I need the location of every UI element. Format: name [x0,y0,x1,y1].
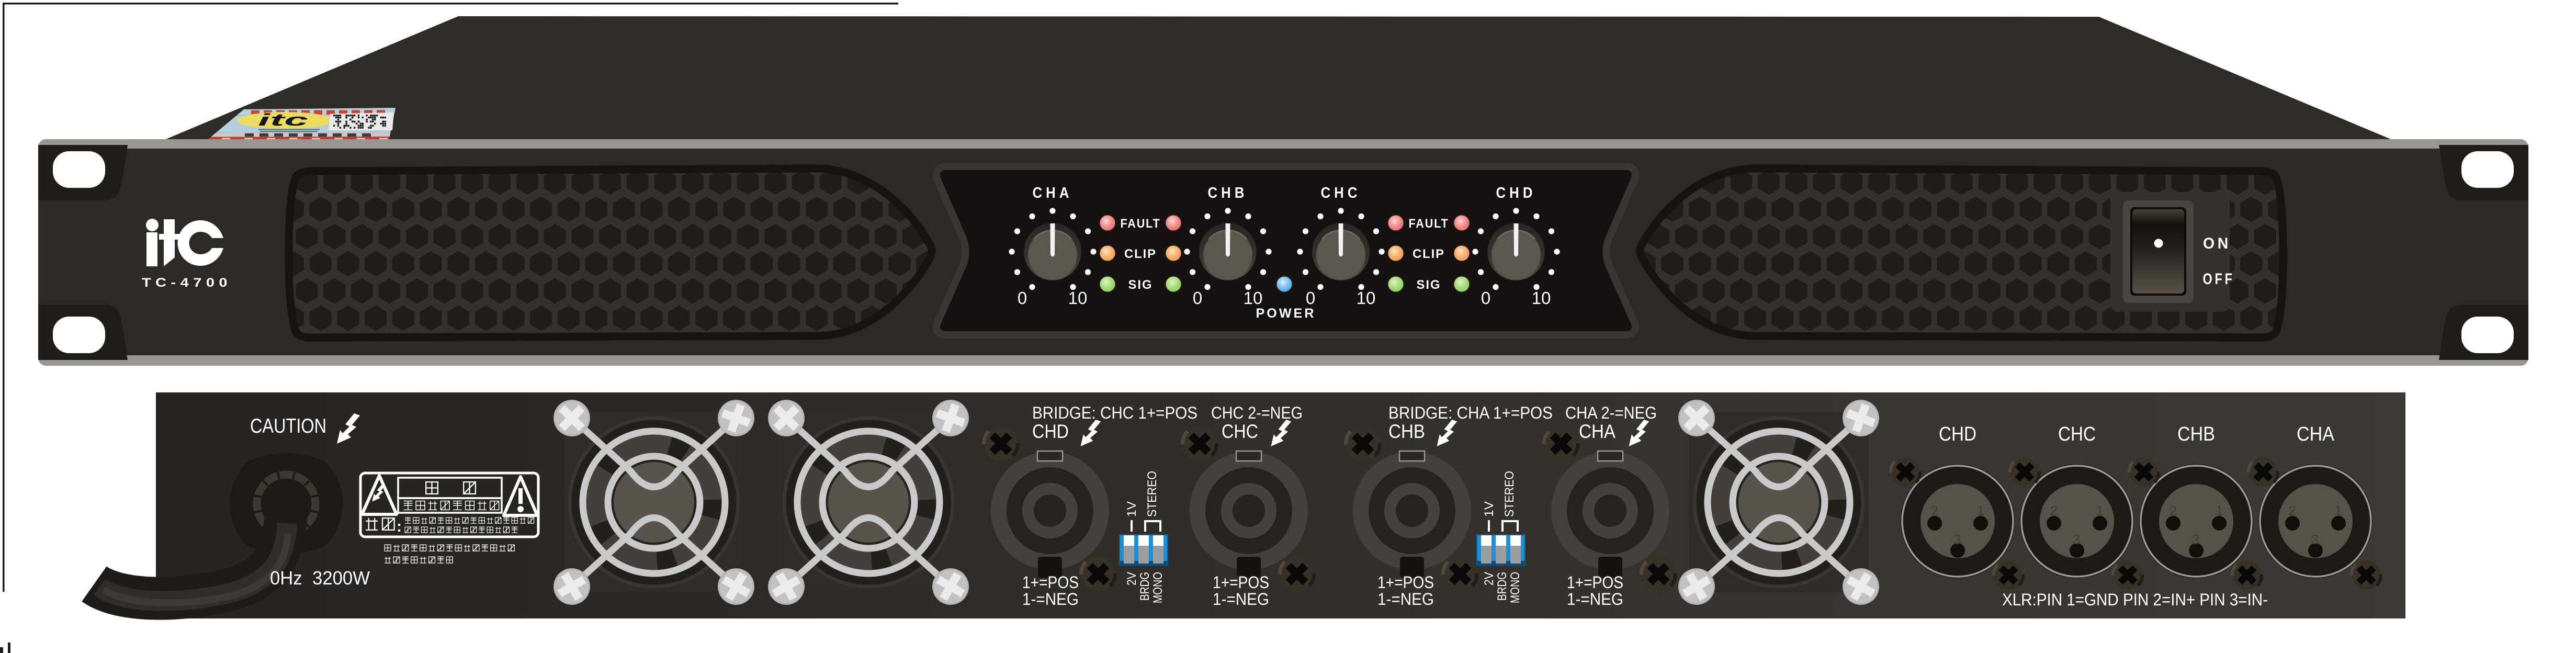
svg-text:CHB: CHB [2177,423,2215,445]
svg-text:SIG: SIG [1417,278,1441,292]
svg-text:1+=POS: 1+=POS [1567,573,1623,592]
svg-text:1V: 1V [1482,501,1496,517]
svg-text:1+=POS: 1+=POS [1377,573,1434,592]
svg-text:CHB: CHB [1388,421,1425,442]
svg-text:POWER: POWER [1256,306,1316,321]
svg-text:XLR:PIN 1=GND PIN 2=IN+ PIN 3=: XLR:PIN 1=GND PIN 2=IN+ PIN 3=IN- [2002,590,2268,609]
svg-text:BRIDGE: CHC 1+=POS: BRIDGE: CHC 1+=POS [1032,403,1197,422]
svg-text:CHA: CHA [1033,185,1073,201]
svg-text:CAUTION: CAUTION [250,415,326,437]
svg-text:0Hz 3200W: 0Hz 3200W [270,567,370,589]
svg-text:1-=NEG: 1-=NEG [1567,590,1623,609]
svg-text:OFF: OFF [2203,271,2235,288]
svg-text:STEREO: STEREO [1502,471,1517,517]
svg-text:CHC: CHC [2058,423,2096,445]
svg-text:CHD: CHD [1032,421,1069,442]
svg-text:CHC 2-=NEG: CHC 2-=NEG [1211,403,1303,422]
svg-text:CHC: CHC [1222,421,1258,442]
svg-text:1+=POS: 1+=POS [1022,573,1079,592]
svg-text:BRDG: BRDG [1495,572,1509,601]
svg-text:CHD: CHD [1496,185,1536,201]
svg-text:CHD: CHD [1939,423,1976,445]
svg-text:CLIP: CLIP [1413,247,1445,261]
svg-text:2V: 2V [1125,572,1139,586]
svg-text:1-=NEG: 1-=NEG [1022,590,1079,609]
svg-text:TC-4700: TC-4700 [142,276,232,290]
svg-text:MONO: MONO [1508,572,1522,603]
svg-text:itc: itc [258,110,309,129]
svg-text::: : [397,518,402,535]
svg-text:1+=POS: 1+=POS [1213,573,1269,592]
svg-text:CLIP: CLIP [1124,247,1157,261]
svg-text:1-=NEG: 1-=NEG [1213,590,1269,609]
svg-text:SIG: SIG [1128,278,1153,292]
svg-text:CHA: CHA [2297,423,2335,445]
svg-text:CHB: CHB [1208,185,1248,201]
svg-text:FAULT: FAULT [1121,217,1161,231]
svg-text:2V: 2V [1482,572,1496,586]
svg-text:FAULT: FAULT [1409,217,1449,231]
svg-text:STEREO: STEREO [1145,471,1159,517]
svg-text:CHA: CHA [1579,421,1615,442]
svg-text:MONO: MONO [1151,572,1165,603]
svg-text:CHA 2-=NEG: CHA 2-=NEG [1565,403,1657,422]
svg-text:1V: 1V [1125,501,1139,517]
svg-text:BRIDGE: CHA 1+=POS: BRIDGE: CHA 1+=POS [1388,403,1553,422]
svg-text:BRDG: BRDG [1138,572,1152,601]
svg-text:CHC: CHC [1321,185,1361,201]
svg-text:1-=NEG: 1-=NEG [1377,590,1434,609]
svg-text:ON: ON [2203,235,2231,252]
